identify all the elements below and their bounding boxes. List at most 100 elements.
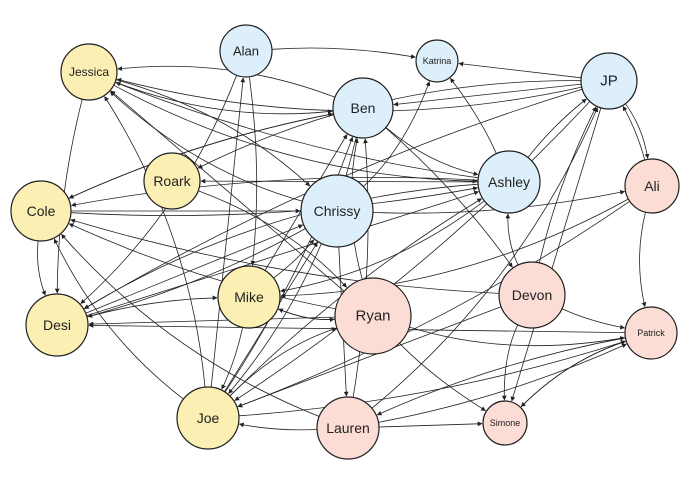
- node-roark: Roark: [143, 152, 201, 210]
- edge-ali-to-jp: [622, 105, 646, 161]
- node-patrick-circle: [624, 306, 678, 360]
- edge-jp-to-joe: [234, 101, 591, 401]
- node-devon-circle: [498, 261, 566, 329]
- edge-ali-to-patrick: [639, 212, 647, 308]
- edge-cole-to-ben: [68, 112, 334, 199]
- node-desi-circle: [25, 293, 89, 357]
- node-ashley: Ashley: [477, 150, 541, 214]
- edge-devon-to-patrick: [561, 308, 625, 330]
- edge-patrick-to-lauren: [376, 337, 626, 416]
- edge-lauren-to-simone: [378, 421, 483, 428]
- node-chrissy-label: Chrissy: [314, 203, 361, 219]
- node-ben-label: Ben: [351, 100, 376, 116]
- edge-jessica-to-ashley: [113, 84, 478, 184]
- node-jp-label: JP: [600, 73, 618, 90]
- node-alan-label: Alan: [233, 44, 259, 59]
- edge-chrissy-to-jessica: [109, 91, 303, 202]
- node-chrissy: Chrissy: [300, 174, 374, 248]
- node-ashley-circle: [477, 150, 541, 214]
- node-mike-circle: [217, 265, 281, 329]
- node-ali-circle: [624, 158, 680, 214]
- node-devon-label: Devon: [512, 287, 552, 303]
- edge-mike-to-chrissy: [273, 239, 315, 279]
- node-ryan: Ryan: [334, 277, 412, 355]
- edge-ashley-to-jp: [527, 98, 587, 158]
- node-simone: Simone: [482, 400, 528, 446]
- node-katrina-label: Katrina: [423, 56, 452, 66]
- edge-jp-to-simone: [510, 107, 602, 402]
- edge-ashley-to-katrina: [450, 78, 497, 154]
- edge-joe-to-jessica: [104, 96, 206, 388]
- node-jessica-label: Jessica: [69, 65, 109, 79]
- edge-devon-to-simone: [501, 324, 519, 401]
- node-chrissy-circle: [300, 174, 374, 248]
- edge-chrissy-to-desi: [87, 228, 306, 318]
- node-alan: Alan: [219, 24, 273, 78]
- node-roark-label: Roark: [153, 173, 191, 189]
- edge-ashley-to-jessica: [115, 81, 479, 179]
- edge-joe-to-ryan: [229, 327, 337, 397]
- node-roark-circle: [143, 152, 201, 210]
- node-jessica-circle: [60, 43, 118, 101]
- node-ben: Ben: [332, 77, 394, 139]
- node-simone-circle: [482, 400, 528, 446]
- edge-chrissy-to-katrina: [363, 81, 431, 187]
- node-jp-circle: [580, 52, 638, 110]
- edge-lauren-to-joe: [238, 422, 318, 431]
- edge-desi-to-ashley: [86, 190, 479, 316]
- edge-lauren-to-jp: [371, 107, 598, 409]
- edge-jp-to-katrina: [458, 61, 582, 79]
- node-katrina-circle: [415, 39, 459, 83]
- node-joe-circle: [176, 386, 240, 450]
- edge-ryan-to-cole: [68, 223, 336, 310]
- node-desi: Desi: [25, 293, 89, 357]
- edge-ben-to-ashley: [385, 127, 479, 176]
- edge-ashley-to-cole: [71, 176, 479, 207]
- edge-ashley-to-mike: [280, 200, 485, 293]
- edge-ryan-to-jessica: [110, 90, 345, 292]
- edge-lauren-to-cole: [61, 233, 320, 417]
- edge-jessica-to-chrissy: [115, 79, 311, 187]
- node-lauren: Lauren: [316, 396, 380, 460]
- node-mike-label: Mike: [234, 289, 264, 305]
- node-ryan-label: Ryan: [355, 308, 390, 325]
- edge-lauren-to-patrick: [378, 343, 627, 423]
- node-lauren-label: Lauren: [326, 420, 370, 436]
- edge-jp-to-ali: [625, 103, 650, 159]
- node-ben-circle: [332, 77, 394, 139]
- node-katrina: Katrina: [415, 39, 459, 83]
- node-joe-label: Joe: [197, 410, 220, 426]
- edges-layer: [37, 47, 650, 431]
- edge-devon-to-cole: [70, 218, 500, 294]
- edge-ashley-to-desi: [83, 183, 479, 309]
- node-cole-label: Cole: [27, 203, 56, 219]
- edge-jp-to-ben: [393, 83, 582, 107]
- edge-jessica-to-ben: [114, 81, 333, 115]
- edge-mike-to-joe: [221, 327, 243, 390]
- edge-devon-to-jp: [539, 106, 597, 263]
- edge-ali-to-joe: [237, 200, 630, 408]
- node-patrick: Patrick: [624, 306, 678, 360]
- node-jessica: Jessica: [60, 43, 118, 101]
- edge-ryan-to-simone: [399, 343, 486, 412]
- node-jp: JP: [580, 52, 638, 110]
- node-cole: Cole: [10, 180, 72, 242]
- edge-joe-to-alan: [210, 77, 246, 388]
- edge-devon-to-joe: [237, 306, 502, 408]
- node-desi-label: Desi: [43, 317, 71, 333]
- edge-desi-to-chrissy: [85, 224, 304, 314]
- edge-ryan-to-patrick: [409, 326, 625, 347]
- node-mike: Mike: [217, 265, 281, 329]
- edge-alan-to-katrina: [271, 47, 416, 59]
- node-ali-label: Ali: [644, 178, 660, 194]
- node-ryan-circle: [334, 277, 412, 355]
- edge-desi-to-mike: [86, 295, 218, 318]
- edge-joe-to-ben: [224, 136, 354, 393]
- edge-joe-to-cole: [53, 238, 184, 400]
- edge-ali-to-mike: [280, 198, 629, 299]
- edge-devon-to-ashley: [505, 213, 519, 266]
- node-alan-circle: [219, 24, 273, 78]
- edge-ben-to-devon: [385, 127, 513, 268]
